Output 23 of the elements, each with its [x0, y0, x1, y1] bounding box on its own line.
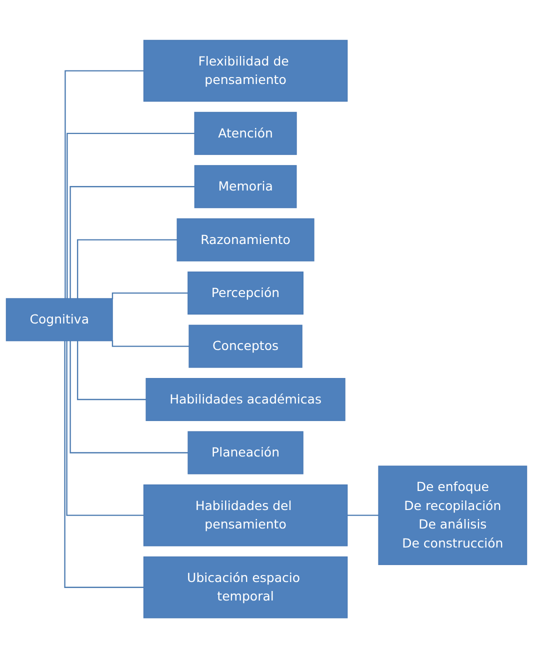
- node-box: Percepción: [188, 272, 304, 316]
- node-box: Ubicación espacio temporal: [143, 556, 348, 619]
- connector: [70, 186, 195, 299]
- connector: [64, 341, 144, 588]
- connector: [66, 133, 195, 299]
- node-box: Razonamiento: [176, 218, 314, 262]
- node-box: De enfoque De recopilación De análisis De construcción: [378, 466, 528, 566]
- node-box: Conceptos: [188, 325, 302, 368]
- connector: [76, 240, 178, 299]
- connector: [66, 341, 144, 516]
- node-box: Habilidades del pensamiento: [143, 484, 348, 547]
- node-box: Planeación: [188, 432, 304, 475]
- connector: [112, 340, 190, 348]
- connector: [70, 341, 188, 454]
- connector: [64, 70, 144, 299]
- node-box: Memoria: [194, 166, 297, 209]
- node-box: Habilidades académicas: [146, 378, 346, 422]
- node-box: Flexibilidad de pensamiento: [143, 40, 348, 102]
- connector: [76, 341, 146, 401]
- node-box: Atención: [194, 112, 297, 156]
- connector: [112, 292, 188, 300]
- node-box: Cognitiva: [6, 298, 113, 342]
- connector: [346, 515, 379, 516]
